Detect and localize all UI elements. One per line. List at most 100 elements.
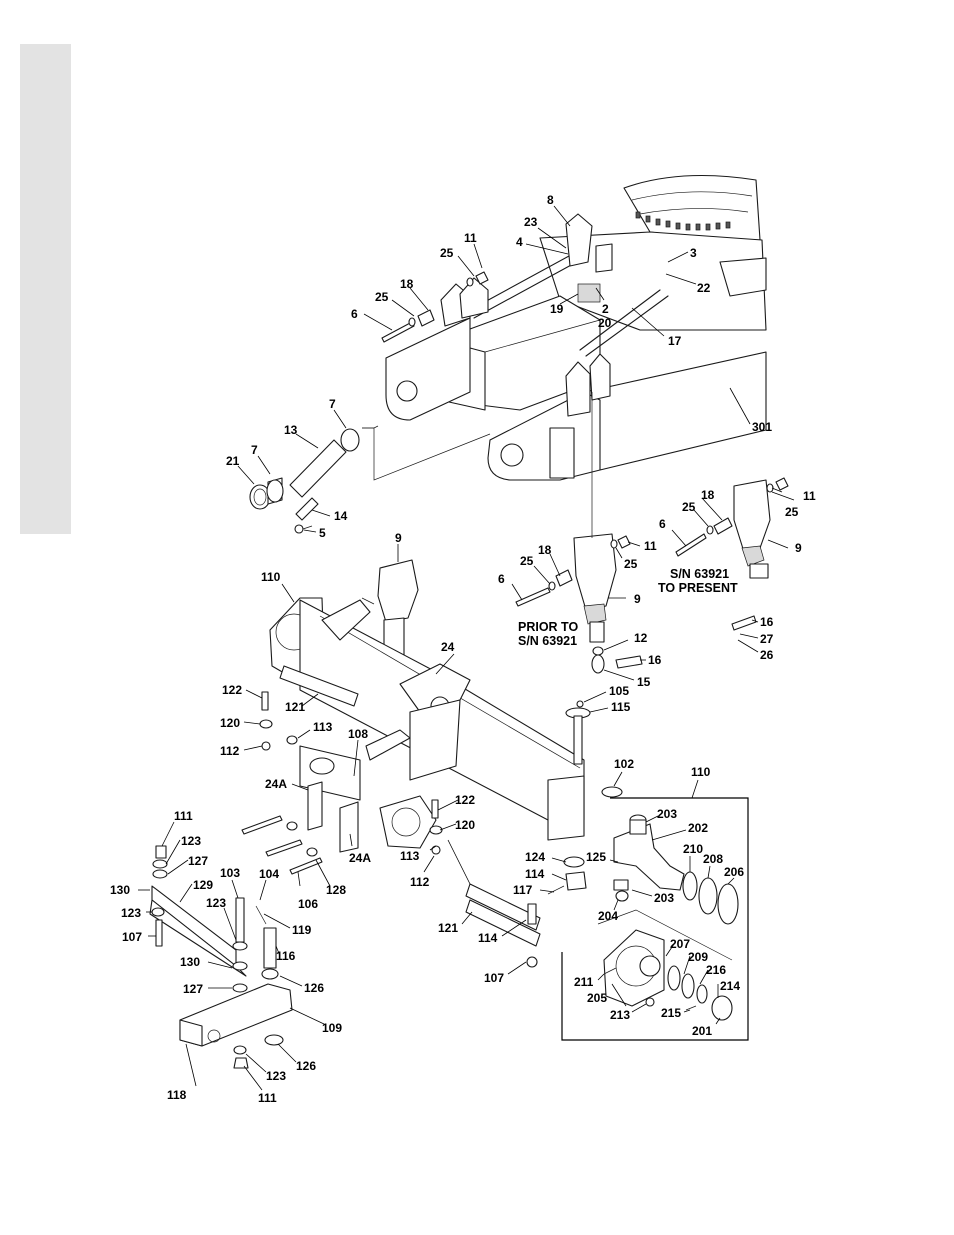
callout: 115 [611, 700, 631, 714]
callout: 112 [220, 744, 240, 758]
callout: 18 [400, 277, 414, 291]
callout: 111 [174, 809, 193, 823]
callout: 7 [251, 443, 258, 457]
note-present-line2: TO PRESENT [658, 581, 738, 595]
callout: 122 [222, 683, 242, 697]
callout: 104 [259, 867, 279, 881]
callout: 114 [525, 867, 545, 881]
callout: 18 [538, 543, 552, 557]
callout: 103 [220, 866, 240, 880]
callout: 25 [520, 554, 534, 568]
callout: 9 [395, 531, 402, 545]
callout: 8 [547, 193, 554, 207]
callout: 20 [598, 316, 612, 330]
callout: 112 [410, 875, 430, 889]
note-prior-line2: S/N 63921 [518, 634, 577, 648]
callout: 22 [697, 281, 711, 295]
callout: 206 [724, 865, 744, 879]
callout: 201 [692, 1024, 712, 1038]
callout: 110 [691, 765, 711, 779]
callout: 123 [121, 906, 141, 920]
callout: 26 [760, 648, 774, 662]
callout: 118 [167, 1088, 187, 1102]
callout: 6 [659, 517, 666, 531]
callout: 125 [586, 850, 606, 864]
callout: 16 [760, 615, 774, 629]
part-callouts: 8 23 4 11 25 3 22 18 25 6 19 2 20 17 7 1… [110, 193, 816, 1105]
callout: 202 [688, 821, 708, 835]
callout: 24A [265, 777, 287, 791]
callout: 6 [351, 307, 358, 321]
callout: 110 [261, 570, 281, 584]
callout: 2 [602, 302, 609, 316]
callout: 12 [634, 631, 648, 645]
callout: 23 [524, 215, 538, 229]
callout: 13 [284, 423, 298, 437]
callout: 117 [513, 883, 533, 897]
callout: 211 [574, 975, 594, 989]
callout: 9 [634, 592, 641, 606]
callout: 127 [188, 854, 208, 868]
callout: 210 [683, 842, 703, 856]
callout: 129 [193, 878, 213, 892]
pivot-pin-hardware [249, 428, 360, 534]
callout: 208 [703, 852, 723, 866]
callout: 209 [688, 950, 708, 964]
callout: 126 [304, 981, 324, 995]
callout: 11 [803, 489, 816, 503]
callout: 3 [690, 246, 697, 260]
callout: 301 [752, 420, 772, 434]
callout: 128 [326, 883, 346, 897]
callout: 119 [292, 923, 312, 937]
callout: 130 [110, 883, 130, 897]
callout: 21 [226, 454, 240, 468]
callout: 19 [550, 302, 564, 316]
note-prior-line1: PRIOR TO [518, 620, 578, 634]
callout: 25 [785, 505, 799, 519]
callout: 120 [220, 716, 240, 730]
chassis-frame-drawing [373, 175, 767, 481]
callout: 111 [258, 1091, 277, 1105]
callout: 102 [614, 757, 634, 771]
callout: 121 [285, 700, 305, 714]
callout: 27 [760, 632, 774, 646]
hub-detail [561, 797, 749, 1041]
callout-leaders [138, 205, 795, 1091]
callout: 17 [668, 334, 682, 348]
callout: 5 [319, 526, 326, 540]
callout: 106 [298, 897, 318, 911]
callout: 203 [657, 807, 677, 821]
callout: 204 [598, 909, 618, 923]
callout: 120 [455, 818, 475, 832]
callout: 127 [183, 982, 203, 996]
note-present-line1: S/N 63921 [670, 567, 729, 581]
callout: 18 [701, 488, 715, 502]
callout: 214 [720, 979, 740, 993]
callout: 24 [441, 640, 455, 654]
callout: 11 [464, 231, 477, 245]
callout: 107 [484, 971, 504, 985]
callout: 122 [455, 793, 475, 807]
callout: 123 [181, 834, 201, 848]
callout: 116 [276, 949, 296, 963]
axle-assembly [241, 597, 623, 968]
callout: 113 [313, 720, 333, 734]
callout: 25 [682, 500, 696, 514]
callout: 25 [375, 290, 389, 304]
callout: 24A [349, 851, 371, 865]
callout: 9 [795, 541, 802, 555]
callout: 205 [587, 991, 607, 1005]
callout: 207 [670, 937, 690, 951]
serial-notes: PRIOR TO S/N 63921 S/N 63921 TO PRESENT [518, 567, 738, 648]
callout: 14 [334, 509, 348, 523]
callout: 130 [180, 955, 200, 969]
callout: 121 [438, 921, 458, 935]
callout: 108 [348, 727, 368, 741]
callout: 123 [206, 896, 226, 910]
callout: 4 [516, 235, 523, 249]
callout: 213 [610, 1008, 630, 1022]
callout: 6 [498, 572, 505, 586]
callout: 15 [637, 675, 651, 689]
